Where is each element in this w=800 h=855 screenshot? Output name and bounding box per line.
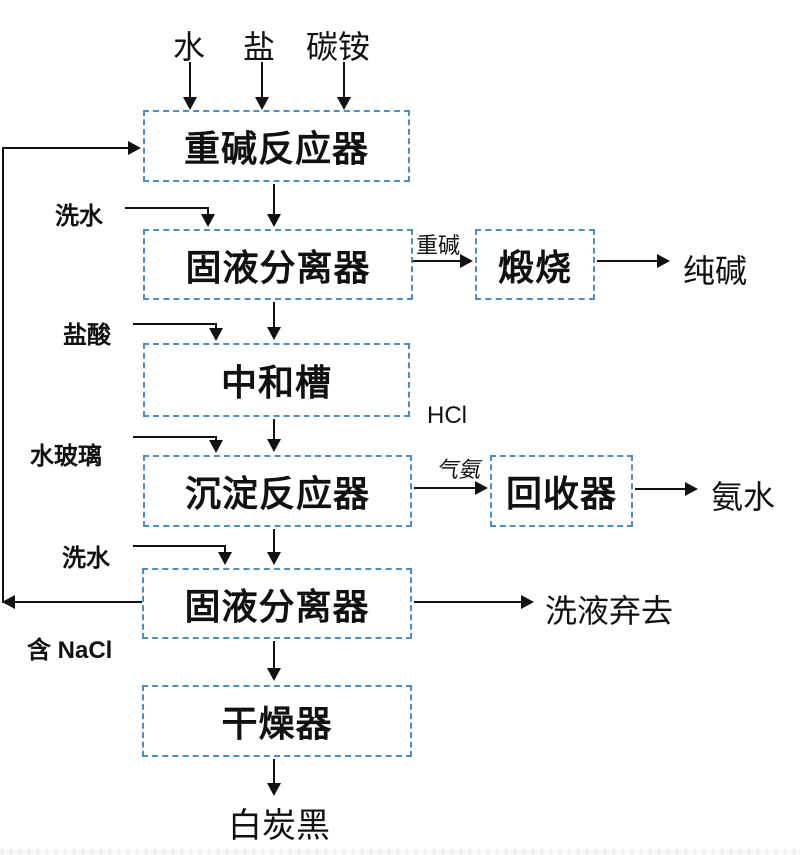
node-dryer-label: 干燥器	[221, 703, 333, 744]
stream-ammonia-gas-label: 气氨	[436, 457, 481, 482]
arrow-separator-to-dryer-head	[267, 668, 281, 681]
input-water-label: 水	[173, 29, 206, 65]
recycle-loop-bottom-hline	[14, 601, 142, 603]
arrow-hydrochloric-acid-vline	[215, 323, 217, 329]
arrow-ammonium-bicarbonate-head	[337, 97, 351, 110]
node-reactor-label: 重碱反应器	[183, 128, 369, 169]
arrow-wash-discard-line	[414, 601, 521, 603]
recycle-loop-vline	[2, 147, 4, 603]
arrow-separator-to-neutralizer-head	[267, 327, 281, 340]
arrow-water-line	[189, 62, 191, 98]
arrow-separator-to-neutralizer-line	[273, 302, 275, 328]
stream-hcl-label: HCl	[427, 402, 467, 429]
node-dryer-box: 干燥器	[142, 685, 412, 757]
arrow-soda-ash-line	[597, 260, 657, 262]
arrow-ammonia-water-head	[685, 482, 698, 496]
node-separator-top-label: 固液分离器	[185, 246, 371, 288]
arrow-heavy-alkali-head	[460, 254, 473, 268]
output-white-carbon-black-label: 白炭黑	[228, 807, 330, 845]
arrow-dryer-to-product-line	[273, 759, 275, 784]
node-neutralizer-label: 中和槽	[220, 362, 332, 403]
node-reactor-box: 重碱反应器	[143, 110, 410, 182]
node-precipitator-label: 沉淀反应器	[184, 473, 370, 514]
input-wash-water-top-label: 洗水	[55, 203, 103, 230]
arrow-wash-water-bottom-head	[218, 552, 232, 565]
node-calciner-label: 煅烧	[497, 246, 572, 288]
input-salt-label: 盐	[243, 29, 276, 65]
bottom-edge-artifact	[0, 849, 800, 855]
arrow-reactor-to-separator-head	[267, 214, 281, 227]
arrow-dryer-to-product-head	[267, 783, 281, 796]
arrow-hydrochloric-acid-head	[209, 328, 223, 341]
arrow-ammonium-bicarbonate-line	[343, 62, 345, 98]
arrow-neutralizer-to-precipitator-head	[267, 439, 281, 452]
stream-heavy-alkali-label: 重碱	[416, 233, 461, 258]
node-separator-bottom-label: 固液分离器	[184, 585, 370, 627]
node-recoverer-box: 回收器	[490, 455, 633, 527]
input-ammonium-bicarbonate-label: 碳铵	[306, 29, 371, 65]
arrow-separator-to-dryer-line	[273, 641, 275, 669]
recycle-loop-left-head	[2, 595, 15, 609]
arrow-salt-head	[255, 97, 269, 110]
recycle-loop-into-reactor-head	[128, 141, 141, 155]
arrow-wash-water-bottom-hline	[133, 545, 226, 547]
arrow-water-glass-vline	[215, 436, 217, 441]
arrow-heavy-alkali-line	[413, 260, 461, 262]
output-wash-discard-label: 洗液弃去	[545, 593, 674, 629]
arrow-ammonia-gas-line	[414, 487, 476, 489]
input-hydrochloric-acid-label: 盐酸	[63, 322, 111, 349]
arrow-soda-ash-head	[657, 254, 670, 268]
output-soda-ash-label: 纯碱	[683, 253, 748, 289]
arrow-wash-water-top-vline	[207, 207, 209, 215]
arrow-precipitator-to-separator-head	[267, 552, 281, 565]
arrow-wash-water-top-hline	[125, 207, 209, 209]
arrow-neutralizer-to-precipitator-line	[273, 419, 275, 440]
arrow-precipitator-to-separator-line	[273, 529, 275, 553]
output-ammonia-water-label: 氨水	[711, 479, 776, 515]
input-wash-water-bottom-label: 洗水	[62, 545, 110, 572]
node-separator-top-box: 固液分离器	[143, 229, 413, 300]
node-calciner-box: 煅烧	[475, 229, 595, 300]
input-water-glass-label: 水玻璃	[30, 443, 102, 470]
arrow-wash-water-top-head	[201, 214, 215, 227]
arrow-hydrochloric-acid-hline	[133, 323, 217, 325]
recycle-loop-top-hline	[2, 147, 129, 149]
arrow-wash-water-bottom-vline	[224, 545, 226, 553]
arrow-wash-discard-head	[521, 595, 534, 609]
arrow-reactor-to-separator-line	[273, 184, 275, 214]
node-separator-bottom-box: 固液分离器	[142, 568, 412, 639]
arrow-ammonia-gas-head	[475, 481, 488, 495]
node-neutralizer-box: 中和槽	[143, 343, 410, 417]
arrow-salt-line	[261, 62, 263, 98]
arrow-water-glass-head	[209, 440, 223, 453]
node-precipitator-box: 沉淀反应器	[143, 455, 412, 527]
stream-contains-nacl-label: 含 NaCl	[27, 637, 113, 664]
arrow-water-glass-hline	[133, 436, 217, 438]
arrow-ammonia-water-line	[635, 488, 685, 490]
node-recoverer-label: 回收器	[505, 473, 617, 514]
arrow-water-head	[183, 97, 197, 110]
